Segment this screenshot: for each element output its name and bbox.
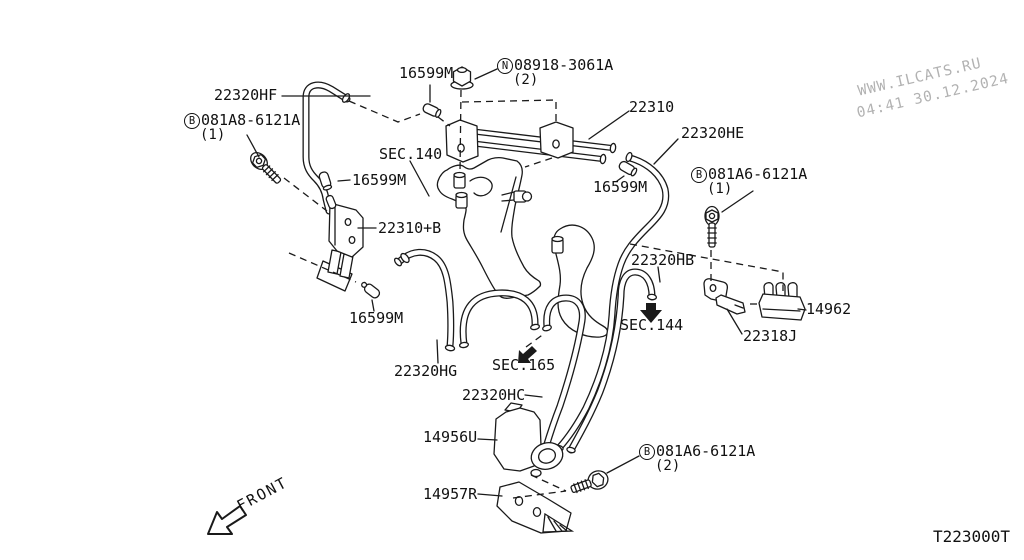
hose-22320HG	[393, 248, 456, 352]
circled-b-icon: B	[184, 113, 200, 129]
label-22320HB: 22320HB	[631, 251, 695, 269]
clip-16599M-right	[618, 160, 638, 177]
bracket-14957R	[496, 481, 575, 534]
bolt-081A8	[250, 151, 282, 184]
pipe-22320HF	[302, 81, 351, 215]
hose-22320HC	[542, 294, 586, 451]
label-16599M-right: 16599M	[593, 178, 648, 196]
sec165-arrow	[518, 346, 537, 363]
front-arrow	[207, 505, 247, 535]
label-sec140: SEC.140	[379, 145, 443, 163]
engine-stub-left	[453, 171, 468, 209]
label-22310: 22310	[629, 98, 675, 116]
label-22320HF: 22320HF	[214, 86, 278, 104]
label-14957R: 14957R	[423, 485, 478, 503]
bracket-22318J	[703, 278, 746, 315]
circled-n-icon: N	[497, 58, 513, 74]
diagram-code: T223000T	[933, 527, 1011, 546]
bracket-foot-right	[539, 121, 574, 159]
hose-22320HB	[567, 268, 658, 454]
label-22320HE: 22320HE	[681, 124, 745, 142]
bolt-081A6-lower	[570, 470, 609, 494]
hose-engine-port	[458, 289, 540, 349]
pipe-sleeve	[325, 194, 337, 210]
label-sec165: SEC.165	[492, 356, 556, 374]
clip-16599M-bottom	[361, 281, 381, 299]
bolt-081A6-upper	[704, 205, 720, 248]
label-22320HG: 22320HG	[394, 362, 458, 380]
label-22320HC: 22320HC	[462, 386, 526, 404]
engine-outline	[436, 156, 609, 338]
label-16599M-left: 16599M	[352, 171, 407, 189]
nut-08918	[450, 66, 474, 90]
engine-stub-lower	[551, 235, 564, 254]
leader-lines	[246, 68, 807, 497]
clip-16599M-left	[318, 171, 333, 191]
circled-b-icon: B	[639, 444, 655, 460]
clamp-14962	[758, 282, 806, 321]
label-22310B: 22310+B	[378, 219, 442, 237]
dashed-lines	[283, 89, 784, 499]
label-16599M-top: 16599M	[399, 64, 454, 82]
pipe-22320HE	[555, 151, 670, 452]
label-14956U: 14956U	[423, 428, 478, 446]
sec144-arrow	[640, 303, 662, 323]
label-22318J: 22318J	[743, 327, 798, 345]
valve-14956U	[493, 402, 564, 478]
label-16599M-bottom: 16599M	[349, 309, 404, 327]
circled-b-icon: B	[691, 167, 707, 183]
engine-stub-right	[501, 190, 533, 203]
clip-16599M-top	[422, 103, 442, 118]
label-sec144: SEC.144	[620, 316, 684, 334]
label-14962: 14962	[806, 300, 852, 318]
bracket-foot-left	[445, 119, 479, 163]
bracket-22310B	[316, 202, 364, 292]
